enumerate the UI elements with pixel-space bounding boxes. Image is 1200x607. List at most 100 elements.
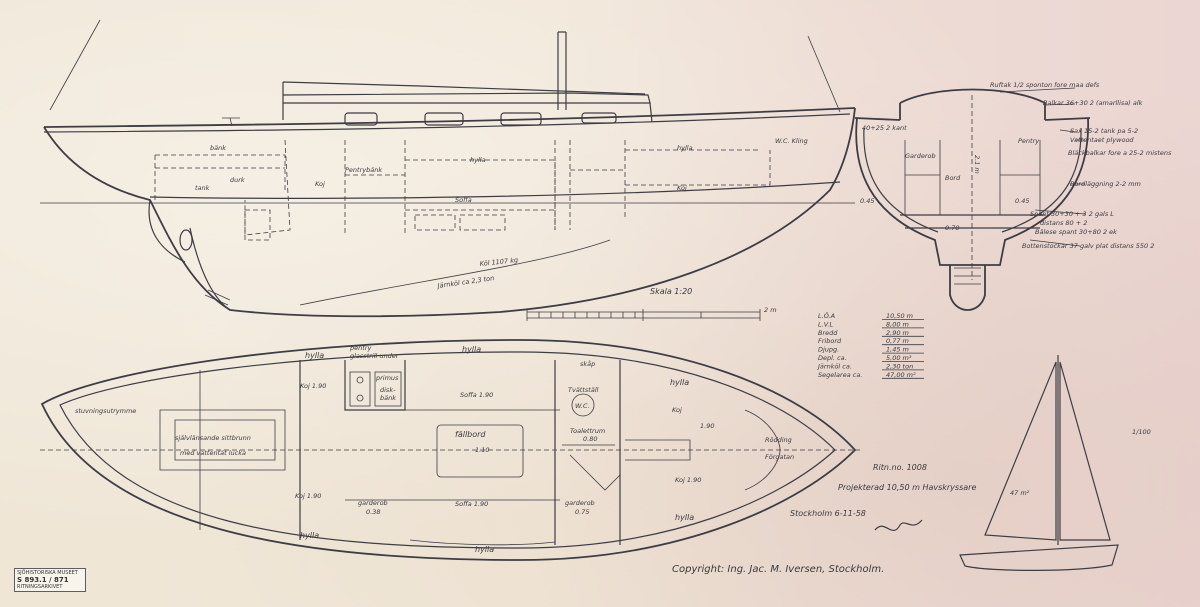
- spec-value: 1,45 m: [886, 346, 909, 354]
- plan-label-bank: bänk: [380, 394, 396, 402]
- forestay: [807, 35, 841, 113]
- sail-hull: [959, 544, 1119, 571]
- section-label-ribs2: distans 80 + 2: [1040, 219, 1087, 227]
- section-hull-outer: [855, 117, 1089, 266]
- archive-stamp: SJÖHISTORISKA MUSEET S 893.1 / 871 RITNI…: [14, 568, 86, 592]
- plan-label-disk: disk-: [380, 386, 396, 394]
- section-dim-2: 0.45: [1015, 197, 1029, 205]
- plan-label-hylla-br: hylla: [675, 513, 694, 522]
- plan-label-fogderie: Förgatan: [765, 453, 794, 461]
- plan-sink: [374, 371, 402, 407]
- section-label-platt: Bordläggning 2-2 mm: [1070, 180, 1141, 188]
- spec-label: Järnköl ca.: [816, 362, 852, 370]
- accommodation-plan: stuvningsutrymme självlänsande sittbrunn…: [40, 339, 860, 561]
- plan-label-koj-r2: 1.90: [700, 422, 714, 430]
- spec-value: 2,90 m: [886, 329, 909, 337]
- plan-label-forepeak: stuvningsutrymme: [75, 407, 136, 415]
- section-deck: [854, 117, 1091, 121]
- scale-ruler: [526, 309, 761, 321]
- stamp-line-3: RITNINGSARKIVET: [17, 584, 63, 590]
- interior-tanks: [244, 209, 506, 241]
- plan-label-hylla-r: hylla: [670, 378, 689, 387]
- plan-fwd-bulkhead: [554, 360, 621, 545]
- section-dim-3: 0.70: [945, 224, 959, 232]
- plan-door: [562, 444, 621, 491]
- scale-bar: Skala 1:20 2 m: [526, 287, 777, 321]
- section-dim-4: 2.1 m: [973, 155, 981, 174]
- sail-main: [1059, 361, 1111, 541]
- profile-label-jarnkol: Järnköl ca 2,3 ton: [435, 274, 495, 290]
- spec-label: Djupg.: [818, 346, 839, 354]
- profile-label-koj: Koj: [315, 180, 325, 188]
- sail-area: 47 m²: [1010, 489, 1030, 497]
- cabin-sides: [282, 102, 653, 123]
- place-date: Stockholm 6-11-58: [790, 509, 866, 518]
- section-floor: [900, 214, 1045, 229]
- profile-view: bänk durk tank Koj Pentrybänk hylla Soff…: [40, 19, 856, 318]
- interior-cockpit: [244, 139, 291, 236]
- plan-wc: [571, 393, 595, 417]
- plan-label-sittbrunn2: med vattentät lucka: [180, 449, 246, 457]
- plan-label-koj-br: Koj 1.90: [675, 476, 701, 484]
- section-label-balkar: Balkar 36+30 2 (amarllisa) alk: [1043, 99, 1143, 107]
- stamp-number: S 893.1 / 871: [17, 576, 69, 584]
- section-label-ribs: Spant 30+30 + 3 2 gals L: [1030, 210, 1114, 218]
- title-block: Ritn.no. 1008 Projekterad 10,50 m Havskr…: [672, 463, 976, 575]
- plan-label-sittbrunn: självlänsande sittbrunn: [175, 434, 251, 442]
- profile-label-wc: W.C. Kling: [775, 137, 808, 145]
- copyright: Copyright: Ing. Jac. M. Iversen, Stockho…: [672, 564, 884, 575]
- sail-plan: 1/100 47 m²: [959, 355, 1151, 571]
- spec-value: 10,50 m: [886, 312, 913, 320]
- section-keelbolts: [954, 267, 981, 285]
- profile-label-hylla: hylla: [470, 156, 486, 164]
- plan-label-garderob: garderob: [358, 499, 388, 507]
- section-label-deck: Ruftak 1/2 sponton fore maa defs: [990, 81, 1100, 89]
- section-label-bott: Bottenstockar 37 galv plat distans 550 2: [1022, 242, 1154, 250]
- scale-ticks: [538, 312, 702, 318]
- plan-label-primus: primus: [375, 374, 399, 382]
- plan-hull-outline: [40, 339, 857, 561]
- interior-aft: [154, 154, 286, 200]
- interior-forecabin: [625, 149, 771, 186]
- spec-label: Depl. ca.: [818, 354, 847, 362]
- plan-label-toalettrum2: 0.80: [583, 435, 597, 443]
- section-hull-inner: [863, 127, 1082, 233]
- profile-label-kol: Köl 1107 kg: [479, 256, 518, 268]
- scale-label: Skala 1:20: [650, 287, 692, 296]
- plan-label-koj-b: Koj 1.90: [295, 492, 321, 500]
- spec-value: 2,30 ton: [886, 362, 913, 370]
- profile-label-durk: durk: [230, 176, 245, 184]
- cabin-roofline: [282, 81, 646, 95]
- section-dim-1: 0.45: [860, 197, 874, 205]
- section-label-sheer2: Vattentaet plywood: [1070, 136, 1134, 144]
- profile-label-tank: tank: [195, 184, 210, 192]
- profile-label-koj2: Koj: [677, 184, 687, 192]
- plan-label-toalettrum: Toalettrum: [570, 427, 605, 435]
- project-title: Projekterad 10,50 m Havskryssare: [838, 483, 976, 492]
- porthole-1: [344, 112, 378, 126]
- interior-wc: [554, 140, 626, 230]
- plan-label-hylla-b: hylla: [475, 545, 494, 554]
- spec-value: 0,77 m: [886, 337, 909, 345]
- profile-label-pentrybank: Pentrybänk: [345, 166, 382, 174]
- plan-burner-1: [356, 376, 364, 384]
- spec-value: 8,00 m: [886, 320, 909, 328]
- propeller: [179, 229, 193, 251]
- stamp-line-1: SJÖHISTORISKA MUSEET: [17, 570, 78, 576]
- plan-stove: [349, 371, 371, 407]
- spec-label: L.V.L: [818, 320, 833, 328]
- section-label-bott2: Bälese spant 30+80 2 ek: [1035, 228, 1117, 236]
- plan-label-tvattstall: Tvättställ: [568, 386, 599, 394]
- plan-bottom-shelf: [409, 539, 556, 546]
- rudder-shoe: [204, 289, 231, 306]
- sheer-line: [43, 107, 856, 128]
- keel-aft: [189, 227, 231, 311]
- section-label-sheer: Sax 15-2 tank pa 5-2: [1070, 127, 1138, 135]
- mast-stub: [557, 31, 567, 110]
- sail-scale: 1/100: [1132, 428, 1151, 436]
- backstay: [49, 19, 101, 111]
- plan-label-skap: skåp: [580, 359, 595, 368]
- spec-label: Fribord: [818, 337, 842, 345]
